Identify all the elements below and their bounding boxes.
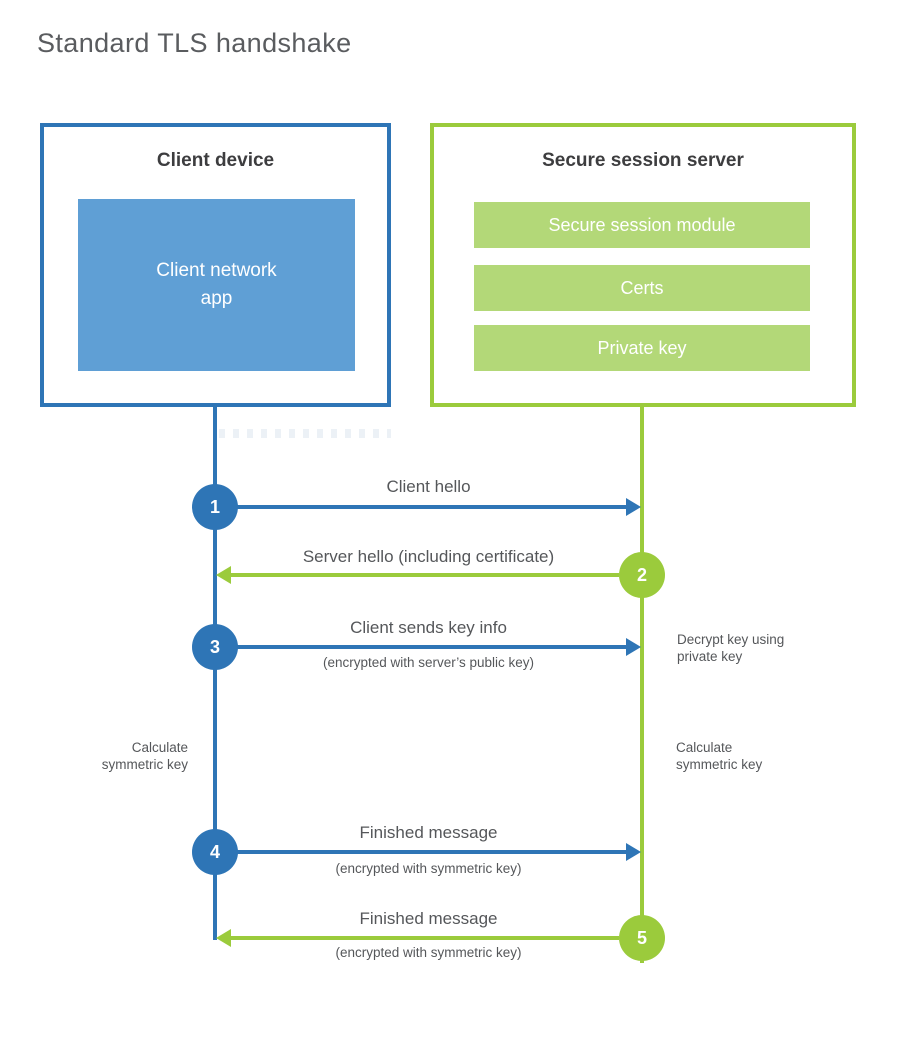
step5-number: 5 — [636, 927, 647, 948]
step3-number: 3 — [209, 636, 220, 657]
step5-sublabel: (encrypted with symmetric key) — [335, 945, 522, 960]
step1-number: 1 — [209, 496, 220, 517]
faint-dashed-line — [219, 429, 391, 438]
step4-arrowhead-right-icon — [626, 843, 641, 861]
note-decrypt-key: Decrypt key using private key — [677, 632, 785, 664]
step5-circle: 5 — [619, 915, 665, 961]
step4-circle: 4 — [192, 829, 238, 875]
note-calculate-symmetric-key-server: Calculate symmetric key — [676, 740, 763, 772]
secure-session-server-title: Secure session server — [542, 150, 744, 171]
step3-arrow-line — [236, 645, 626, 649]
client-lifeline — [213, 405, 217, 940]
server-lifeline — [640, 405, 644, 963]
step2-number: 2 — [636, 564, 647, 585]
secure-session-server-box: Secure session server Secure session mod… — [430, 123, 856, 407]
server-module-secure-session: Secure session module — [474, 202, 810, 248]
step3-sublabel: (encrypted with server’s public key) — [322, 655, 535, 670]
step4-arrow-line — [236, 850, 626, 854]
server-module-label: Certs — [620, 277, 664, 298]
step1-arrowhead-right-icon — [626, 498, 641, 516]
client-device-title: Client device — [156, 150, 275, 171]
server-module-private-key: Private key — [474, 325, 810, 371]
step4-number: 4 — [209, 841, 220, 862]
step3-arrowhead-right-icon — [626, 638, 641, 656]
server-module-certs: Certs — [474, 265, 810, 311]
step1-arrow-line — [236, 505, 626, 509]
client-network-app-label: Client network app — [156, 260, 277, 309]
client-network-app-rect: Client network app — [78, 199, 355, 371]
step2-arrowhead-left-icon — [216, 566, 231, 584]
client-device-box: Client device Client network app — [40, 123, 391, 407]
step3-circle: 3 — [192, 624, 238, 670]
server-module-label: Secure session module — [548, 214, 736, 235]
step1-circle: 1 — [192, 484, 238, 530]
step5-label: Finished message — [359, 909, 498, 928]
step4-label: Finished message — [359, 823, 498, 842]
step2-label: Server hello (including certificate) — [302, 547, 555, 566]
step2-arrow-line — [231, 573, 619, 577]
step1-label: Client hello — [386, 477, 471, 496]
note-calculate-symmetric-key-client: Calculate symmetric key — [101, 740, 188, 772]
step2-circle: 2 — [619, 552, 665, 598]
step4-sublabel: (encrypted with symmetric key) — [335, 861, 522, 876]
step3-label: Client sends key info — [350, 618, 507, 637]
step5-arrow-line — [231, 936, 619, 940]
server-module-label: Private key — [597, 337, 687, 358]
page-title: Standard TLS handshake — [37, 28, 352, 58]
step5-arrowhead-left-icon — [216, 929, 231, 947]
